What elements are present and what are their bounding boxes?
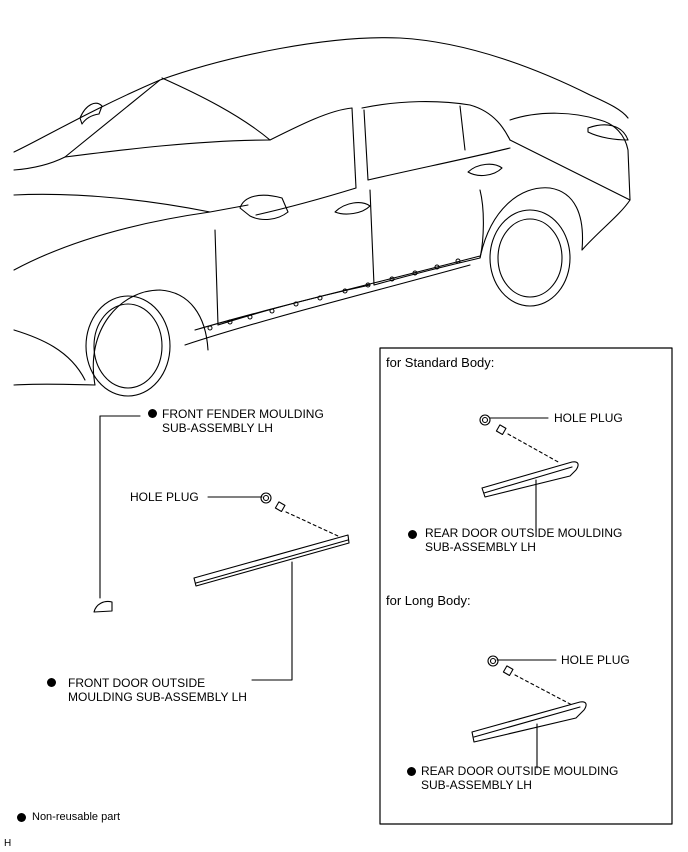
front-fender-moulding: [93, 415, 141, 613]
car-illustration: [13, 37, 631, 397]
non-reusable-marker: [148, 409, 157, 418]
rear-door-long-label: REAR DOOR OUTSIDE MOULDING SUB-ASSEMBLY …: [421, 764, 618, 792]
hole-plug-standard-label: HOLE PLUG: [554, 411, 623, 425]
rear-door-long-line2: SUB-ASSEMBLY LH: [421, 778, 532, 792]
front-fender-moulding-label: FRONT FENDER MOULDING SUB-ASSEMBLY LH: [162, 407, 324, 435]
moulding-clip-points: [207, 258, 461, 331]
front-fender-label-line1: FRONT FENDER MOULDING: [162, 407, 324, 421]
legend-marker: [17, 813, 26, 822]
hole-plug-long-label: HOLE PLUG: [561, 653, 630, 667]
front-door-label-line1: FRONT DOOR OUTSIDE: [68, 676, 206, 690]
front-door-moulding-assembly: [193, 492, 350, 681]
rear-door-moulding-long: [471, 655, 587, 769]
non-reusable-marker: [408, 530, 417, 539]
rear-door-long-line1: REAR DOOR OUTSIDE MOULDING: [421, 764, 619, 778]
front-door-label-line2: MOULDING SUB-ASSEMBLY LH: [68, 690, 247, 704]
rear-door-std-line1: REAR DOOR OUTSIDE MOULDING: [425, 526, 623, 540]
legend-non-reusable: Non-reusable part: [32, 811, 121, 823]
hole-plug-label: HOLE PLUG: [130, 490, 199, 504]
long-body-heading: for Long Body:: [386, 593, 471, 608]
standard-body-heading: for Standard Body:: [386, 355, 495, 370]
rear-door-standard-label: REAR DOOR OUTSIDE MOULDING SUB-ASSEMBLY …: [425, 526, 622, 554]
rear-door-moulding-standard: [479, 414, 579, 533]
front-fender-label-line2: SUB-ASSEMBLY LH: [162, 421, 273, 435]
rear-door-std-line2: SUB-ASSEMBLY LH: [425, 540, 536, 554]
non-reusable-marker: [47, 678, 56, 687]
non-reusable-marker: [407, 767, 416, 776]
front-door-moulding-label: FRONT DOOR OUTSIDE MOULDING SUB-ASSEMBLY…: [68, 676, 247, 704]
figure-code: H: [4, 838, 12, 849]
body-variant-panel: [379, 347, 673, 825]
